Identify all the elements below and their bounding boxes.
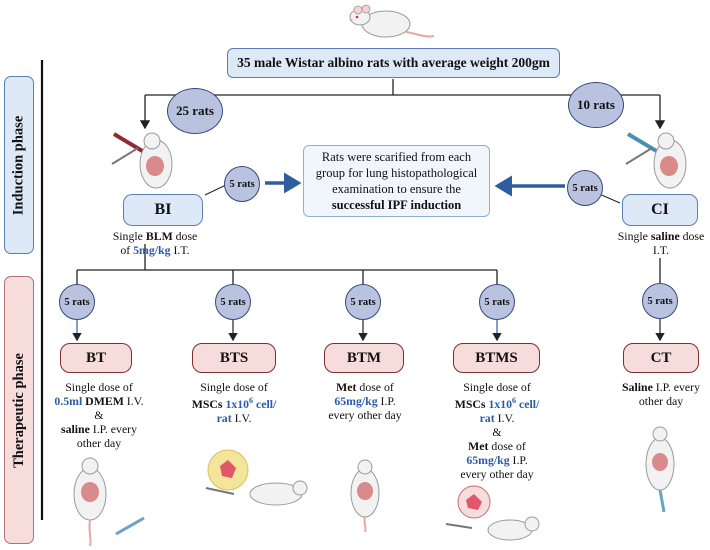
count-circle-10-rats: 10 rats [568,82,624,128]
rat-with-cell-inset-illustration-btms [445,485,540,541]
sample-circle-left: 5 rats [224,166,260,202]
title-text: 35 male Wistar albino rats with average … [237,55,550,70]
rat-illustration-ct [645,426,675,513]
rat-with-syringe-illustration-left [111,132,173,189]
group-bts-box: BTS [192,343,276,373]
rat-with-cell-inset-illustration-bts [205,449,308,506]
group-bi-box: BI [123,194,203,226]
title-box: 35 male Wistar albino rats with average … [227,48,560,78]
therapeutic-phase-label: Therapeutic phase [4,276,34,544]
rat-illustration-bt [73,457,145,547]
count-circle-bts: 5 rats [215,284,251,320]
count-circle-25-rats: 25 rats [167,88,223,134]
bt-description: Single dose of 0.5ml DMEM I.V. & saline … [54,380,144,450]
group-bt-box: BT [60,343,132,373]
bi-description: Single BLM dose of 5mg/kg I.T. [112,229,198,257]
rat-illustration-top [349,4,435,38]
rat-illustration-btm [350,459,380,533]
bts-description: Single dose of MSCs 1x106 cell/ rat I.V. [191,380,277,425]
btms-description: Single dose of MSCs 1x106 cell/ rat I.V.… [454,380,540,481]
group-btm-box: BTM [324,343,404,373]
group-ct-box: CT [623,343,699,373]
group-ci-box: CI [622,194,698,226]
count-circle-bt: 5 rats [59,284,95,320]
ct-description: Saline I.P. every other day [622,380,700,408]
group-btms-box: BTMS [453,343,540,373]
induction-phase-label: Induction phase [4,76,34,254]
histopathology-note-box: Rats were scarified from each group for … [303,145,490,217]
count-circle-btm: 5 rats [345,284,381,320]
rat-with-syringe-illustration-right [625,132,687,189]
sample-circle-right: 5 rats [567,170,603,206]
ci-description: Single saline dose I.T. [617,229,705,257]
count-circle-btms: 5 rats [479,284,515,320]
count-circle-ct: 5 rats [642,283,678,319]
btm-description: Met dose of 65mg/kg I.P. every other day [328,380,402,422]
